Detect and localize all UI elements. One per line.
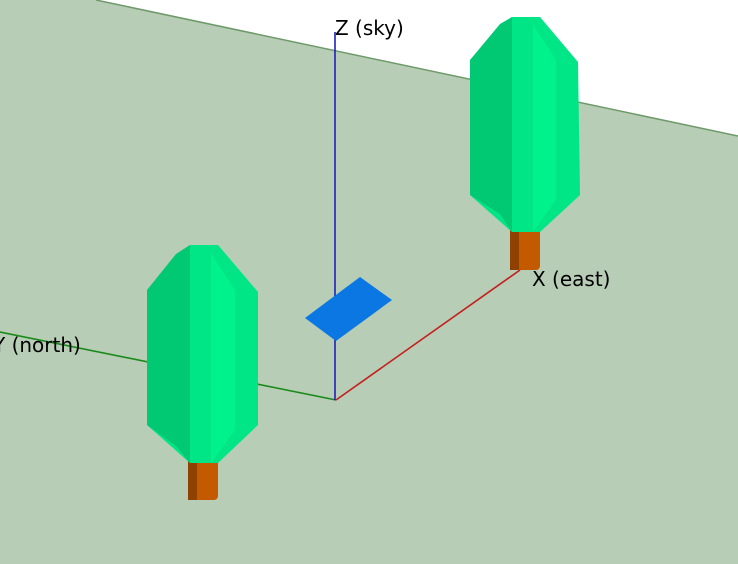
- marker-tile[interactable]: [305, 277, 392, 341]
- x-axis-line: [335, 269, 521, 401]
- ground-horizon-edge: [95, 0, 738, 137]
- tree-east-trunk-shade: [510, 228, 519, 270]
- tree-east-foliage-highlight: [533, 24, 556, 232]
- tree-east[interactable]: [470, 17, 580, 270]
- tree-north[interactable]: [147, 245, 258, 500]
- tree-north-foliage-shade: [147, 245, 190, 463]
- tree-east-foliage-shade: [470, 17, 512, 232]
- tree-north-foliage-highlight: [211, 253, 235, 463]
- tree-north-trunk-shade: [188, 456, 197, 500]
